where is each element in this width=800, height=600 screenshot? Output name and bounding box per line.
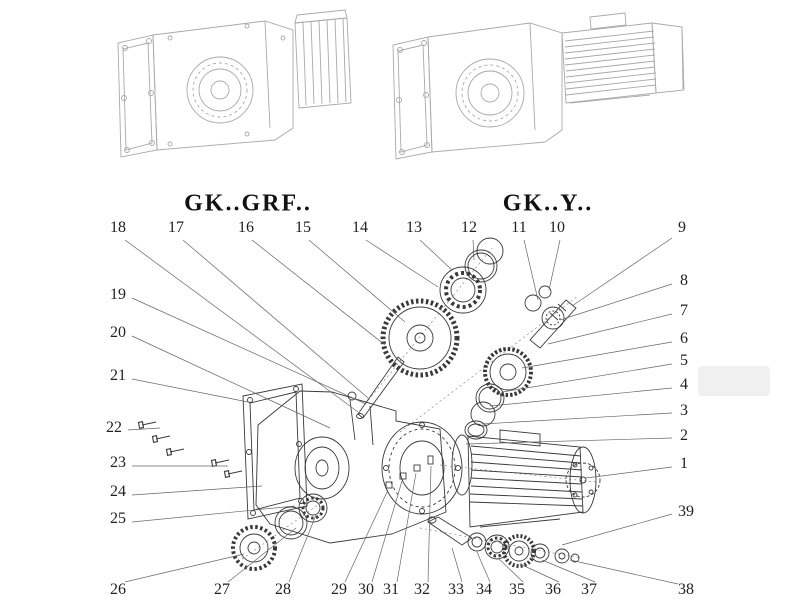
callout-5: 5 [680,352,688,369]
lower-gear-set [231,493,328,571]
callout-37: 37 [581,581,597,598]
callout-15: 15 [295,219,311,236]
gearbox-housing [255,390,463,544]
mounting-flange-plate [242,383,308,520]
callout-10: 10 [549,219,565,236]
callout-7: 7 [680,302,688,319]
callout-34: 34 [476,581,492,598]
callout-38: 38 [678,581,694,598]
coupling-fasteners [385,455,434,489]
gearbox-grf-drawing-icon [117,9,352,158]
callout-26: 26 [110,581,126,598]
callout-6: 6 [680,330,688,347]
callout-24: 24 [110,483,126,500]
callout-29: 29 [331,581,347,598]
leader-lines [124,237,679,585]
callout-28: 28 [275,581,291,598]
callout-3: 3 [680,402,688,419]
callout-30: 30 [358,581,374,598]
callout-35: 35 [509,581,525,598]
output-shaft [356,356,405,419]
exploded-view-drawing [137,237,601,571]
watermark [698,366,770,396]
callout-18: 18 [110,219,126,236]
callout-31: 31 [383,581,399,598]
callout-32: 32 [414,581,430,598]
callout-25: 25 [110,510,126,527]
flange-bolts [137,421,243,478]
callout-11: 11 [511,219,527,236]
callout-23: 23 [110,454,126,471]
callout-20: 20 [110,324,126,341]
callout-27: 27 [214,581,230,598]
callout-22: 22 [106,419,122,436]
callout-2: 2 [680,427,688,444]
callout-17: 17 [168,219,184,236]
callout-39: 39 [678,503,694,520]
axis-lines [237,247,597,563]
callout-16: 16 [238,219,254,236]
callout-14: 14 [352,219,368,236]
callout-8: 8 [680,272,688,289]
callout-12: 12 [461,219,477,236]
bevel-gear-set [464,347,533,440]
callout-1: 1 [680,455,688,472]
callout-36: 36 [545,581,561,598]
gearbox-motor-drawing-icon [392,12,685,160]
callout-13: 13 [406,219,422,236]
callout-33: 33 [448,581,464,598]
callout-19: 19 [110,286,126,303]
output-shaft-kit [427,516,580,568]
callout-4: 4 [680,376,688,393]
variant-title-grf: GK..GRF.. [184,190,312,217]
intermediate-gear-set [380,237,504,378]
callout-21: 21 [110,367,126,384]
callout-9: 9 [678,219,686,236]
electric-motor [451,429,601,528]
variant-title-y: GK..Y.. [502,190,594,217]
